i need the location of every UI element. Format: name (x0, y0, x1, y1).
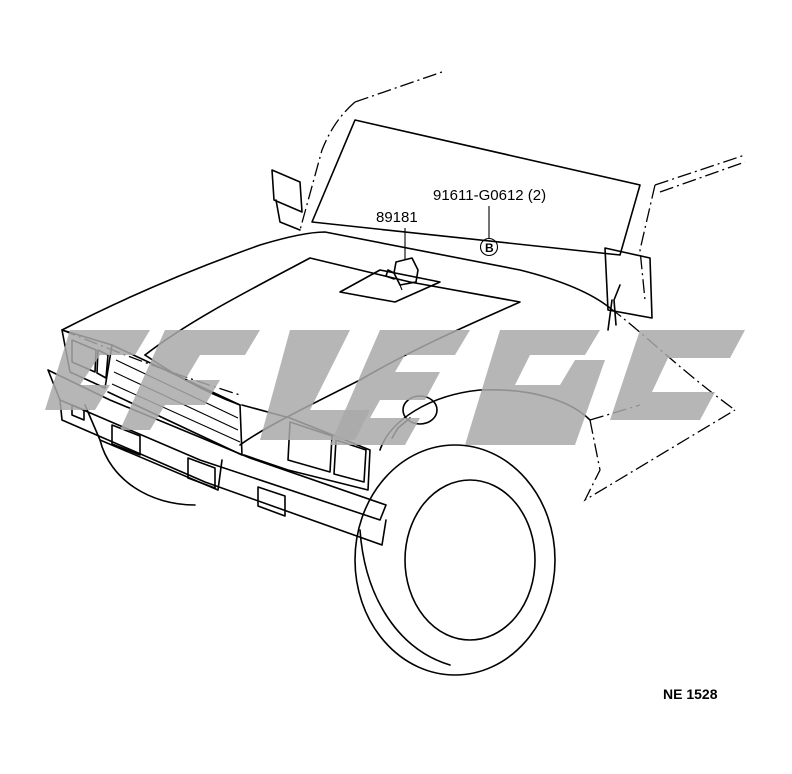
marker-circle-b (479, 237, 499, 257)
part-label-89181: 89181 (376, 209, 418, 226)
figure-code: NE 1528 (663, 686, 718, 702)
callout-91611: 91611-G0612 (2) B (433, 187, 546, 257)
watermark-logo (45, 330, 745, 445)
callout-89181: 89181 (376, 209, 418, 260)
part-label-91611: 91611-G0612 (2) (433, 187, 546, 204)
marker-letter-b: B (485, 241, 494, 255)
